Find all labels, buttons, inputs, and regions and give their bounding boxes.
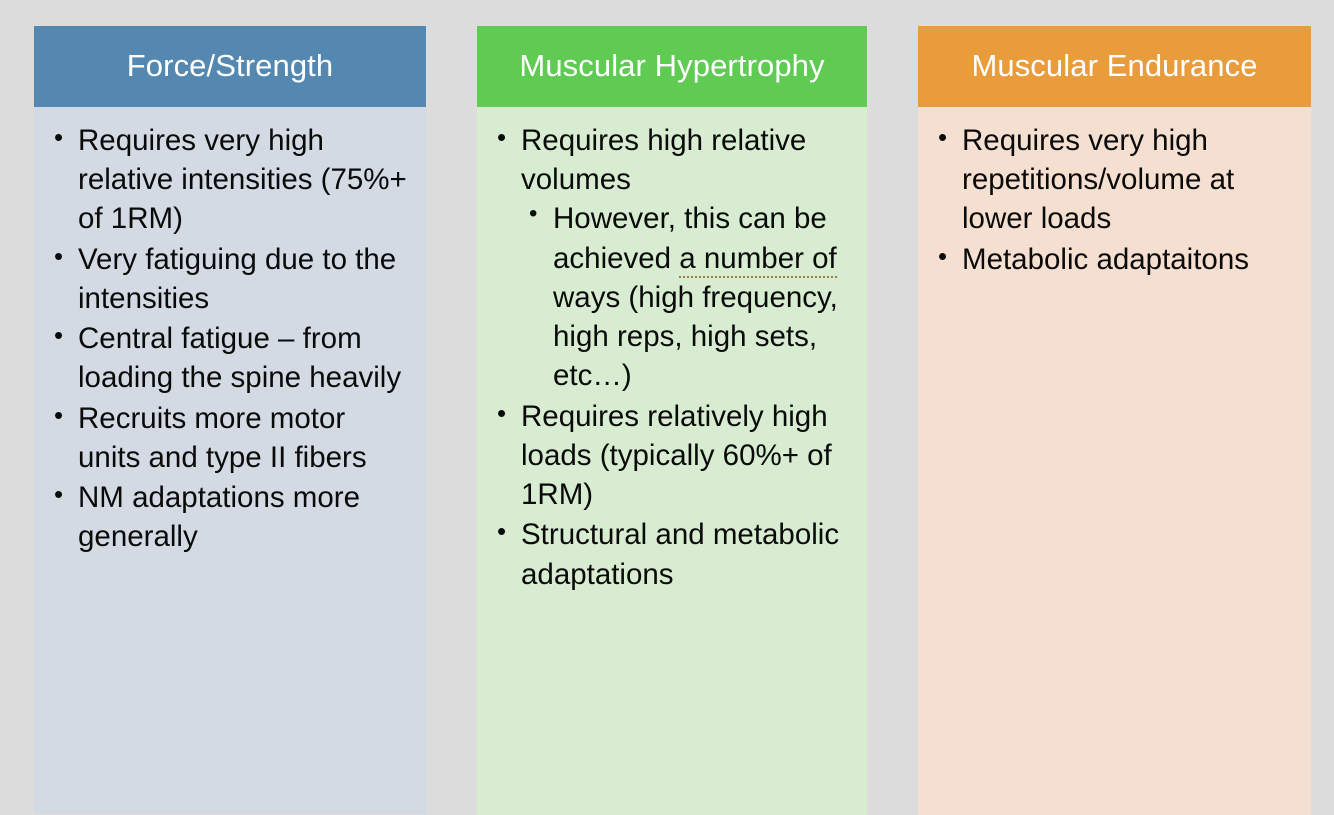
column-body-force-strength: Requires very high relative intensities … xyxy=(34,107,426,814)
bullet-text: Recruits more motor units and type II fi… xyxy=(78,401,367,474)
bullet-text: Requires high relative volumes xyxy=(521,124,807,197)
bullet-list-muscular-hypertrophy: Requires high relative volumes However, … xyxy=(491,120,853,594)
list-item: Requires very high relative intensities … xyxy=(48,120,412,239)
column-header-muscular-hypertrophy: Muscular Hypertrophy xyxy=(477,26,867,107)
bullet-text: Very fatiguing due to the intensities xyxy=(78,242,397,315)
bullet-text: Metabolic adaptaitons xyxy=(962,242,1249,276)
column-header-muscular-endurance: Muscular Endurance xyxy=(918,26,1311,107)
list-item: Requires relatively high loads (typicall… xyxy=(491,396,853,515)
column-body-muscular-endurance: Requires very high repetitions/volume at… xyxy=(918,107,1311,815)
sub-list-item: However, this can be achieved a number o… xyxy=(521,198,853,395)
bullet-text: Structural and metabolic adaptations xyxy=(521,518,840,591)
bullet-text: Requires very high relative intensities … xyxy=(78,124,407,236)
bullet-list-force-strength: Requires very high relative intensities … xyxy=(48,120,412,557)
list-item: Very fatiguing due to the intensities xyxy=(48,239,412,318)
bullet-text: Central fatigue – from loading the spine… xyxy=(78,322,402,395)
list-item: Metabolic adaptaitons xyxy=(932,239,1297,279)
list-item: Central fatigue – from loading the spine… xyxy=(48,318,412,397)
bullet-text: Requires relatively high loads (typicall… xyxy=(521,399,832,512)
grammar-flagged-phrase: a number of xyxy=(679,241,837,278)
column-muscular-endurance: Muscular Endurance Requires very high re… xyxy=(918,26,1311,815)
list-item: NM adaptations more generally xyxy=(48,477,412,556)
list-item: Requires very high repetitions/volume at… xyxy=(932,120,1297,239)
bullet-list-muscular-endurance: Requires very high repetitions/volume at… xyxy=(932,120,1297,279)
column-muscular-hypertrophy: Muscular Hypertrophy Requires high relat… xyxy=(477,26,867,815)
sub-bullet-text-prefix: However, this can be achieved xyxy=(553,202,827,275)
slide-canvas: Force/Strength Requires very high relati… xyxy=(0,0,1334,756)
list-item: Recruits more motor units and type II fi… xyxy=(48,398,412,477)
column-header-force-strength: Force/Strength xyxy=(34,26,426,107)
column-body-muscular-hypertrophy: Requires high relative volumes However, … xyxy=(477,107,867,815)
bullet-text: NM adaptations more generally xyxy=(78,481,361,554)
column-force-strength: Force/Strength Requires very high relati… xyxy=(34,26,426,814)
list-item: Requires high relative volumes However, … xyxy=(491,120,853,396)
bullet-text: Requires very high repetitions/volume at… xyxy=(962,124,1235,236)
list-item: Structural and metabolic adaptations xyxy=(491,514,853,593)
sub-bullet-list: However, this can be achieved a number o… xyxy=(521,198,853,395)
sub-bullet-text-suffix: ways (high frequency, high reps, high se… xyxy=(553,280,838,393)
